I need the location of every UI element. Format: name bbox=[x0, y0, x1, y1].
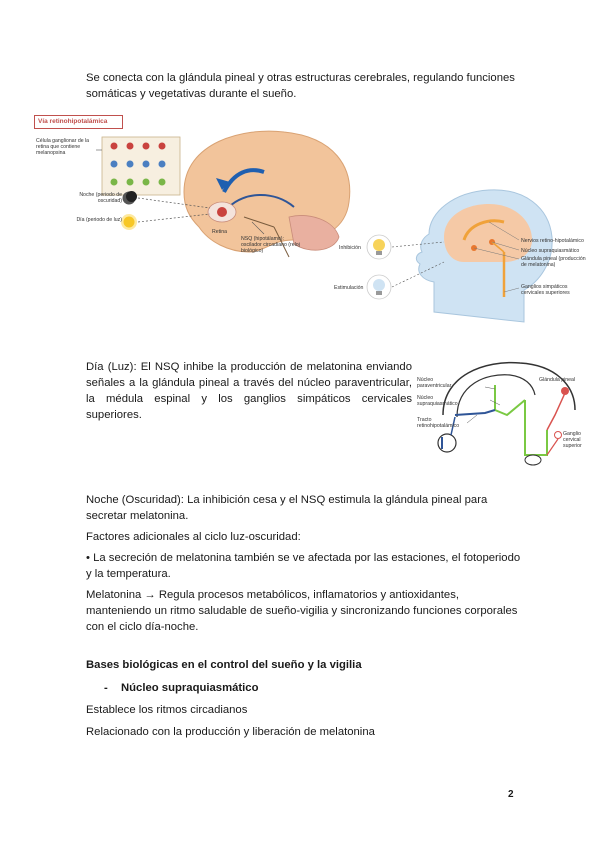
label-tract: Tracto retinohipotalámico bbox=[417, 417, 460, 429]
legend-item-3: Glándula pineal (producción de melatonin… bbox=[521, 256, 586, 268]
stimulation-bulb-icon bbox=[366, 274, 392, 300]
list-item-nsq: Núcleo supraquiasmático bbox=[121, 682, 259, 694]
label-pineal: Glándula pineal bbox=[539, 377, 576, 383]
eye-icon bbox=[207, 201, 237, 223]
label-ganglion: Ganglio cervical superior bbox=[563, 431, 582, 449]
day-sun-icon bbox=[121, 214, 137, 230]
label-nsq: NSQ (hipotálamo): oscilador circadiano (… bbox=[241, 236, 300, 254]
figure1-illustration bbox=[96, 130, 553, 323]
label-night: Noche (periodo de oscuridad) bbox=[79, 192, 122, 204]
page-number: 2 bbox=[508, 789, 514, 800]
figure-retinohypothalamic: Vía retinohipotalámica bbox=[34, 112, 590, 332]
line-melatonin: Relacionado con la producción y liberaci… bbox=[86, 726, 375, 738]
retina-cells-icon bbox=[96, 136, 181, 196]
figure-title: Vía retinohipotalámica bbox=[34, 115, 123, 129]
intro-paragraph: Se conecta con la glándula pineal y otra… bbox=[86, 72, 515, 100]
line-circadian: Establece los ritmos circadianos bbox=[86, 704, 248, 716]
pineal-pathway-diagram bbox=[437, 361, 576, 466]
eye-icon bbox=[437, 433, 457, 453]
factors-heading: Factores adicionales al ciclo luz-oscuri… bbox=[86, 531, 301, 543]
night-moon-icon bbox=[122, 191, 137, 205]
legend-item-1: Nervios retino-hipotalámico bbox=[521, 238, 584, 244]
head-profile-icon bbox=[415, 189, 553, 323]
label-suprachiasmatic: Núcleo supraquiasmático bbox=[417, 395, 458, 407]
legend-item-2: Núcleo supraquiasmático bbox=[521, 248, 580, 254]
inhibition-bulb-icon bbox=[366, 234, 392, 260]
label-paraventricular: Núcleo paraventricular bbox=[417, 377, 452, 389]
section-heading: Bases biológicas en el control del sueño… bbox=[86, 659, 362, 671]
melatonin-paragraph: Melatonina → Regula procesos metabólicos… bbox=[86, 589, 518, 633]
label-ganglion-cell: Célula ganglionar de la retina que conti… bbox=[36, 138, 90, 156]
label-day: Día (periodo de luz) bbox=[76, 217, 122, 223]
label-retina: Retina bbox=[212, 229, 227, 235]
legend-item-4: Ganglios simpáticos cervicales superiore… bbox=[521, 284, 570, 296]
day-paragraph: Día (Luz): El NSQ inhibe la producción d… bbox=[86, 361, 412, 421]
bullet-item: • La secreción de melatonina también se … bbox=[86, 552, 521, 580]
list-dash: - bbox=[104, 682, 108, 694]
label-stimulation: Estimulación bbox=[334, 285, 364, 291]
label-inhibition: Inhibición bbox=[339, 245, 361, 251]
figure-pineal-pathway: Núcleo paraventricular Núcleo supraquias… bbox=[415, 355, 585, 470]
night-paragraph: Noche (Oscuridad): La inhibición cesa y … bbox=[86, 494, 488, 522]
